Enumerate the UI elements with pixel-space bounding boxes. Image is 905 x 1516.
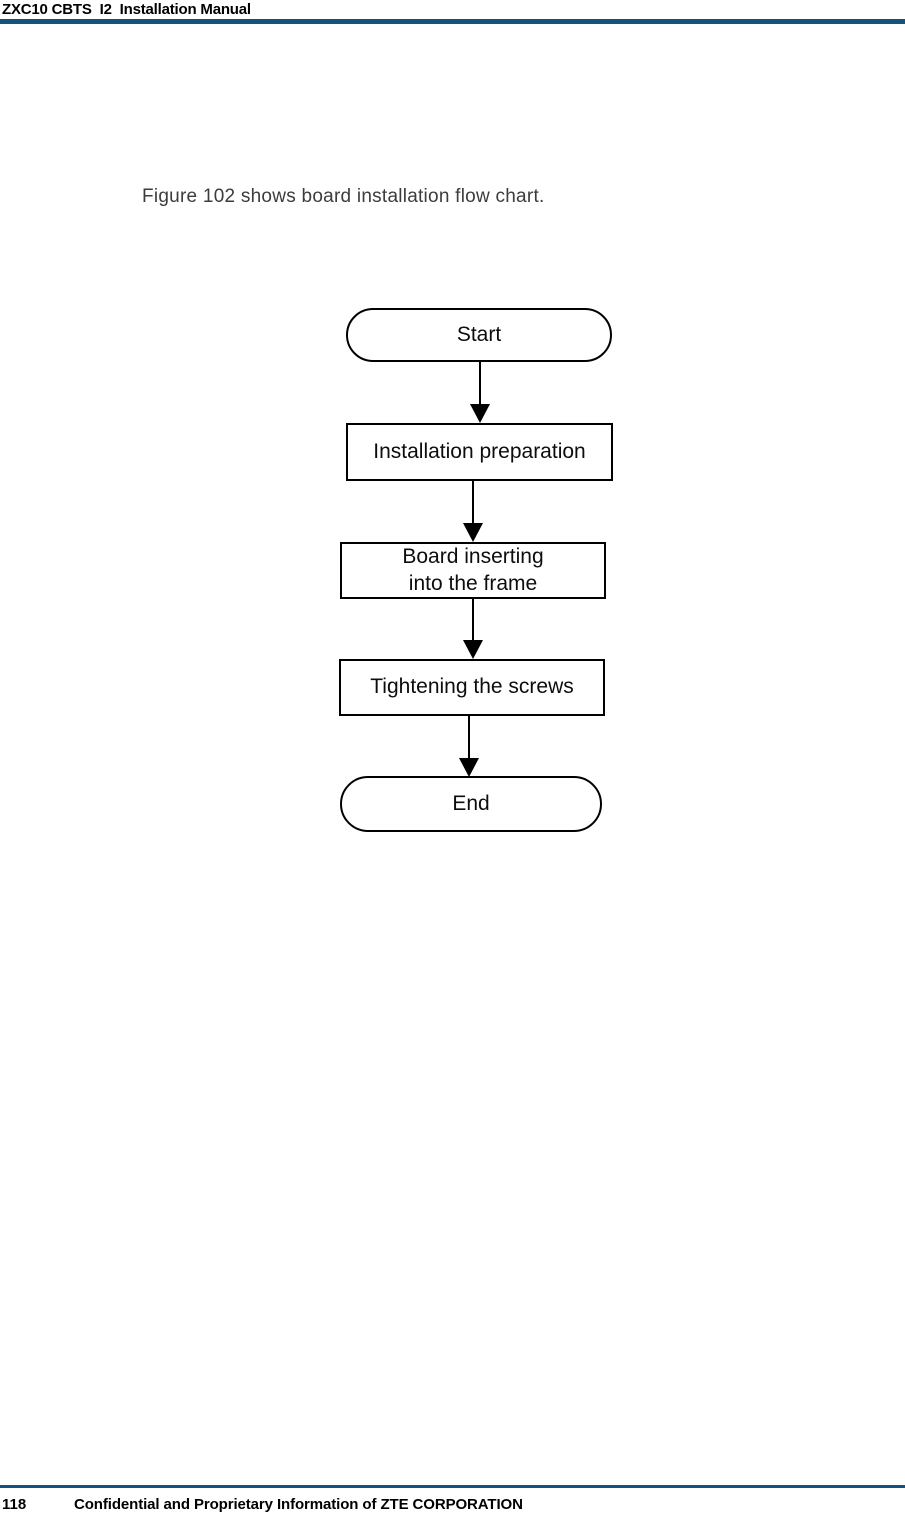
arrow-shaft xyxy=(472,480,474,524)
header-rule xyxy=(0,19,905,24)
arrow-shaft xyxy=(479,361,481,405)
arrow-head-icon xyxy=(463,523,483,542)
flow-node-tightening-screws: Tightening the screws xyxy=(339,659,605,716)
figure-caption: Figure 102 shows board installation flow… xyxy=(142,186,545,207)
flow-node-installation-preparation: Installation preparation xyxy=(346,423,613,481)
footer-rule xyxy=(0,1485,905,1488)
arrow-shaft xyxy=(468,715,470,759)
flow-node-board-inserting: Board inserting into the frame xyxy=(340,542,606,599)
page-number: 118 xyxy=(2,1496,27,1513)
flow-node-end: End xyxy=(340,776,602,832)
arrow-head-icon xyxy=(459,758,479,777)
header-title: ZXC10 CBTS I2 Installation Manual xyxy=(2,1,251,18)
footer-confidentiality-text: Confidential and Proprietary Information… xyxy=(74,1496,523,1513)
arrow-shaft xyxy=(472,598,474,641)
arrow-head-icon xyxy=(463,640,483,659)
board-installation-flowchart: Start Installation preparation Board ins… xyxy=(339,308,613,832)
flow-node-start: Start xyxy=(346,308,612,362)
arrow-head-icon xyxy=(470,404,490,423)
